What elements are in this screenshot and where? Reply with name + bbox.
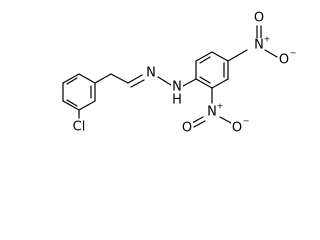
ortho-nitro-oxygen-charge: −	[243, 117, 250, 126]
bond	[199, 76, 211, 84]
bond	[195, 51, 213, 62]
para-nitro-oxygen-charge: −	[290, 49, 297, 58]
bonds	[62, 25, 278, 128]
bond	[264, 49, 278, 58]
bond	[78, 73, 96, 84]
chlorine-atom: Cl	[73, 120, 86, 135]
bond	[227, 49, 248, 62]
bond	[199, 56, 211, 64]
bond	[191, 116, 204, 124]
bond	[110, 73, 129, 84]
bond	[195, 78, 213, 89]
ortho-nitro-nitrogen-atom: N	[207, 105, 217, 120]
bond	[94, 73, 112, 84]
bond	[193, 120, 206, 128]
bond	[182, 78, 197, 87]
ortho-nitro-oxygen-left-atom: O	[182, 121, 192, 136]
para-nitro-oxygen-top-atom: O	[254, 11, 264, 26]
hydrazine-hydrogen-atom: H	[172, 93, 182, 108]
bond	[66, 99, 78, 107]
bond	[157, 76, 172, 86]
ortho-nitro-oxygen-right-atom: O	[232, 121, 242, 136]
bond	[62, 100, 80, 111]
bond	[211, 78, 229, 89]
bond	[127, 74, 143, 84]
bond	[78, 100, 96, 111]
atom-labels: Cl N N H N + O O − N + O O −	[65, 11, 296, 136]
ortho-nitro-nitrogen-charge: +	[217, 102, 224, 111]
bond	[62, 73, 80, 84]
bond	[211, 51, 229, 62]
para-nitro-oxygen-bottom-atom: O	[279, 53, 289, 68]
para-nitro-nitrogen-charge: +	[264, 35, 271, 44]
molecule-structure: Cl N N H N + O O − N + O O −	[62, 11, 296, 136]
bond	[130, 79, 145, 88]
bond	[66, 77, 78, 85]
para-nitro-nitrogen-atom: N	[254, 38, 264, 53]
imine-nitrogen-atom: N	[146, 66, 156, 81]
hydrazine-nitrogen-atom: N	[172, 80, 182, 95]
bond	[219, 116, 232, 124]
